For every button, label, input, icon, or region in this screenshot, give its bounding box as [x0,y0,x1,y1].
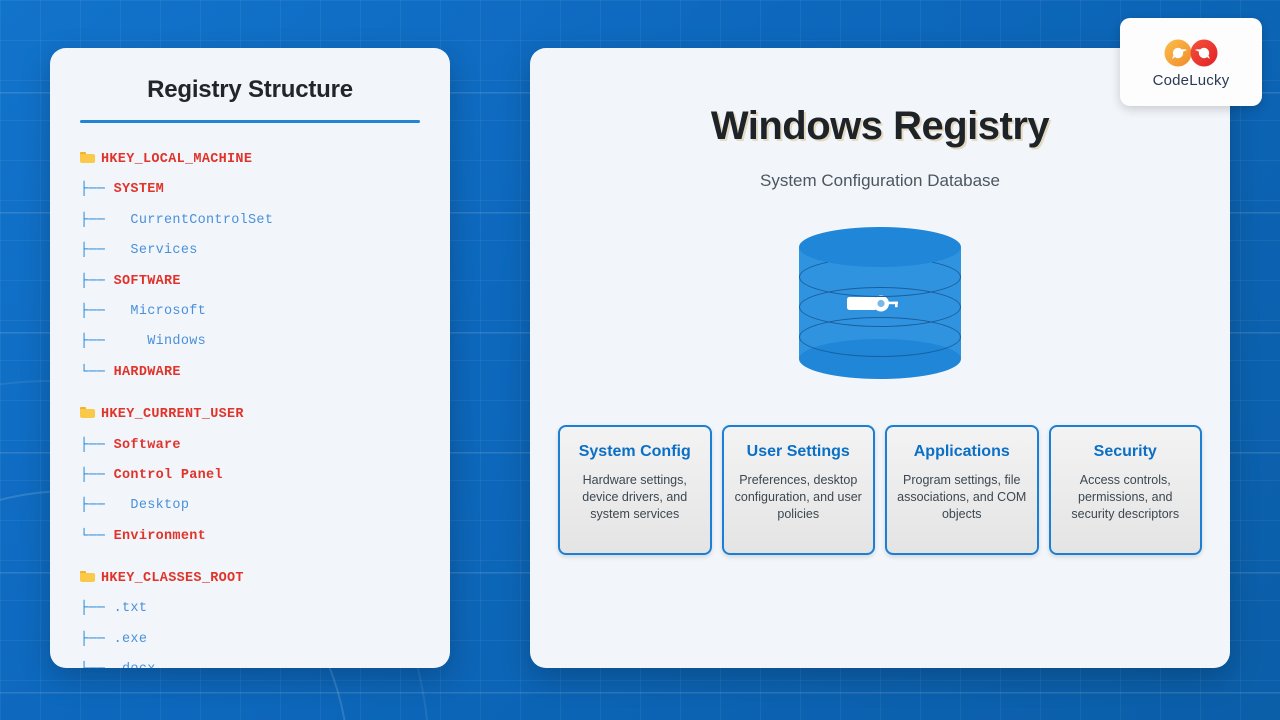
tree-item-label: Software [113,437,181,453]
tree-item[interactable]: ├── SOFTWARE [80,267,450,297]
tree-item[interactable]: ├── Microsoft [80,297,450,327]
tree-item[interactable]: └── Environment [80,522,450,552]
feature-card-description: Hardware settings, device drivers, and s… [582,473,688,521]
feature-card-title: System Config [578,443,691,460]
tree-item[interactable]: HKEY_CLASSES_ROOT [80,564,450,594]
tree-branch-glyph: ├── [80,243,114,259]
tree-branch-glyph: └── [80,662,114,668]
windows-registry-panel: Windows Registry System Configuration Da… [530,48,1230,668]
tree-item[interactable]: HKEY_LOCAL_MACHINE [80,145,450,175]
registry-structure-panel: Registry Structure HKEY_LOCAL_MACHINE ├──… [50,48,450,668]
feature-card-title: Applications [913,443,1010,460]
feature-card-title: User Settings [746,443,850,460]
tree-branch-glyph: ├── [80,182,114,198]
tree-item-label: Windows [113,334,207,350]
tree-item-label: HKEY_CURRENT_USER [101,407,244,423]
tree-item[interactable]: ├── Control Panel [80,461,450,491]
tree-item-label: Services [113,243,198,259]
tree-item[interactable]: ├── Windows [80,327,450,357]
panel-title: Registry Structure [147,76,353,103]
tree-item-label: .docx [114,662,156,668]
tree-item[interactable]: ├── .txt [80,594,450,624]
tree-branch-glyph: ├── [80,467,114,483]
tree-branch-glyph: ├── [80,631,114,647]
cylinder-top-ellipse [799,227,961,267]
folder-icon [80,570,95,583]
codelucky-logo[interactable]: CodeLucky [1120,18,1262,106]
tree-item[interactable]: └── .docx [80,655,450,668]
key-icon [847,295,898,312]
tree-gap [80,388,450,400]
tree-item-label: Microsoft [113,303,207,319]
tree-branch-glyph: ├── [80,212,114,228]
tree-item-label: Desktop [113,498,190,514]
logo-text: CodeLucky [1152,71,1230,89]
tree-item[interactable]: └── HARDWARE [80,358,450,388]
tree-branch-glyph: └── [80,364,114,380]
tree-item[interactable]: ├── Software [80,431,450,461]
tree-item[interactable]: ├── .exe [80,625,450,655]
tree-item-label: SYSTEM [113,182,165,198]
tree-item[interactable]: ├── SYSTEM [80,175,450,205]
folder-icon [80,151,95,163]
tree-item-label: .txt [113,601,148,617]
tree-branch-glyph: ├── [80,437,114,453]
tree-item[interactable]: ├── CurrentControlSet [80,206,450,236]
tree-branch-glyph: └── [80,528,114,544]
tree-branch-glyph: ├── [80,303,114,319]
infinity-icon [1164,39,1218,66]
tree-branch-glyph: ├── [80,273,114,289]
tree-item-label: Control Panel [113,467,223,483]
tree-branch-glyph: ├── [80,601,114,617]
tree-gap [80,552,450,564]
tree-item[interactable]: ├── Services [80,236,450,266]
tree-item-label: HKEY_LOCAL_MACHINE [101,152,253,167]
tree-item-label: Environment [113,528,207,544]
tree-item[interactable]: ├── Desktop [80,491,450,521]
tree-item-label: HKEY_CLASSES_ROOT [101,571,244,587]
tree-item-label: HARDWARE [113,364,181,380]
page-subtitle: System Configuration Database [759,171,1001,190]
tree-item-label: .exe [113,631,148,647]
folder-icon [80,406,95,419]
tree-item[interactable]: HKEY_CURRENT_USER [80,400,450,430]
feature-card-title: Security [1093,443,1157,460]
registry-tree[interactable]: HKEY_LOCAL_MACHINE├── SYSTEM├── CurrentC… [50,145,450,668]
title-divider [80,120,420,123]
feature-card-description: Program settings, file associations, and… [897,473,1027,521]
page-title: Windows Registry [710,104,1050,148]
tree-item-label: SOFTWARE [113,273,181,289]
database-cylinder-illustration [799,227,961,379]
tree-item-label: CurrentControlSet [113,212,274,228]
tree-branch-glyph: ├── [80,334,114,350]
feature-card-description: Access controls, permissions, and securi… [1071,473,1180,521]
feature-card-description: Preferences, desktop configuration, and … [734,473,862,521]
tree-branch-glyph: ├── [80,498,114,514]
